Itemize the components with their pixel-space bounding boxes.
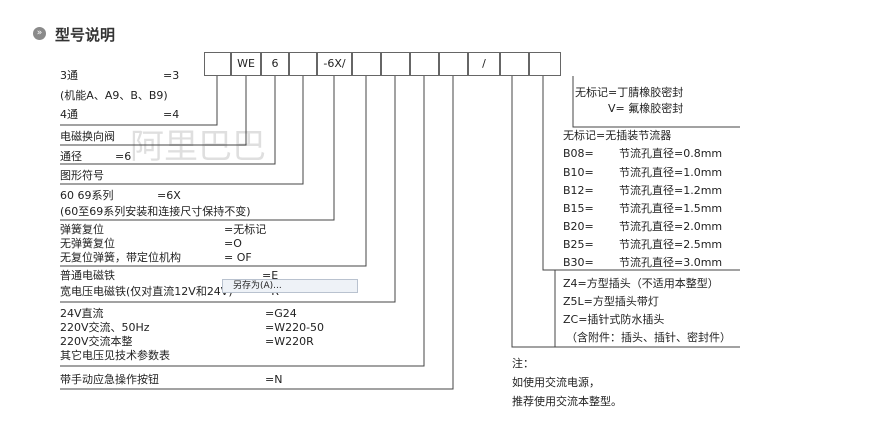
code-cell-1 [204, 52, 231, 76]
left-item-220v-rectified: 220V交流本整 [60, 335, 133, 348]
left-item-standard-solenoid: 普通电磁铁 [60, 269, 115, 282]
throttle-code-b12: B12= [563, 184, 594, 197]
plug-accessories: （含附件：插头、插针、密封件） [566, 331, 731, 344]
left-item-spring-return: 弹簧复位 [60, 223, 104, 236]
left-value-series: =6X [157, 189, 181, 202]
left-item-series: 60 69系列 [60, 189, 114, 202]
throttle-code-b10: B10= [563, 166, 594, 179]
throttle-code-b15: B15= [563, 202, 594, 215]
left-item-other-voltage: 其它电压见技术参数表 [60, 349, 170, 362]
left-value-spring-return: =无标记 [224, 223, 267, 236]
left-item-symbol: 图形符号 [60, 169, 104, 182]
left-item-size: 通径 [60, 150, 82, 163]
left-item-4way: 4通 [60, 108, 78, 121]
left-item-no-spring: 无弹簧复位 [60, 237, 115, 250]
left-value-24vdc: =G24 [265, 307, 297, 320]
left-item-manual-override: 带手动应急操作按钮 [60, 373, 159, 386]
code-cell-2: WE [231, 52, 261, 76]
note-label: 注： [512, 357, 534, 370]
left-value-3way: =3 [163, 69, 180, 82]
left-value-no-spring: =O [224, 237, 242, 250]
note-line-1: 如使用交流电源， [512, 376, 600, 389]
code-cell-3: 6 [261, 52, 289, 76]
throttle-code-b08: B08= [563, 147, 594, 160]
throttle-code-b25: B25= [563, 238, 594, 251]
left-item-wide-voltage: 宽电压电磁铁(仅对直流12V和24V) [60, 285, 233, 298]
save-as-tooltip[interactable]: 另存为(A)... [222, 279, 358, 293]
throttle-desc-b15: 节流孔直径=1.5mm [619, 202, 723, 215]
seal-fkm: V= 氟橡胶密封 [608, 102, 684, 115]
watermark: 阿里巴巴 [130, 127, 266, 167]
left-item-3way: 3通 [60, 69, 78, 82]
left-value-220vac: =W220-50 [265, 321, 325, 334]
code-cell-4 [289, 52, 317, 76]
left-value-standard-solenoid: =E [262, 269, 279, 282]
code-cell-6 [352, 52, 381, 76]
throttle-desc-b30: 节流孔直径=3.0mm [619, 256, 723, 269]
svg-text:阿里巴巴: 阿里巴巴 [130, 127, 266, 167]
left-item-series-note: (60至69系列安装和连接尺寸保持不变) [60, 205, 251, 218]
code-cell-12 [529, 52, 561, 76]
throttle-desc-b08: 节流孔直径=0.8mm [619, 147, 723, 160]
code-cell-9 [439, 52, 468, 76]
throttle-code-b30: B30= [563, 256, 594, 269]
code-cell-10: / [468, 52, 500, 76]
left-item-detent: 无复位弹簧，带定位机构 [60, 251, 181, 264]
code-cell-7 [381, 52, 410, 76]
throttle-header: 无标记=无插装节流器 [563, 129, 672, 142]
code-cell-8 [410, 52, 439, 76]
plug-z4: Z4=方型插头（不适用本整型） [563, 277, 719, 290]
bullet-icon: » [33, 27, 46, 40]
throttle-desc-b12: 节流孔直径=1.2mm [619, 184, 723, 197]
left-item-solenoid-valve: 电磁换向阀 [60, 130, 115, 143]
code-cell-11 [500, 52, 529, 76]
left-item-24vdc: 24V直流 [60, 307, 104, 320]
left-value-4way: =4 [163, 108, 180, 121]
seal-nbr: 无标记=丁腈橡胶密封 [575, 86, 684, 99]
plug-z5l: Z5L=方型插头带灯 [563, 295, 659, 308]
plug-zc: ZC=插针式防水插头 [563, 313, 665, 326]
page-title: 型号说明 [55, 26, 116, 44]
throttle-desc-b20: 节流孔直径=2.0mm [619, 220, 723, 233]
throttle-desc-b25: 节流孔直径=2.5mm [619, 238, 723, 251]
code-cell-5: -6X/ [317, 52, 352, 76]
left-value-manual-override: =N [265, 373, 283, 386]
left-value-220v-rectified: =W220R [265, 335, 314, 348]
throttle-code-b20: B20= [563, 220, 594, 233]
left-value-size: =6 [115, 150, 132, 163]
throttle-desc-b10: 节流孔直径=1.0mm [619, 166, 723, 179]
left-item-functions: (机能A、A9、B、B9) [60, 89, 168, 102]
note-line-2: 推荐使用交流本整型。 [512, 395, 622, 408]
left-item-220vac: 220V交流、50Hz [60, 321, 150, 334]
left-value-detent: = OF [224, 251, 252, 264]
